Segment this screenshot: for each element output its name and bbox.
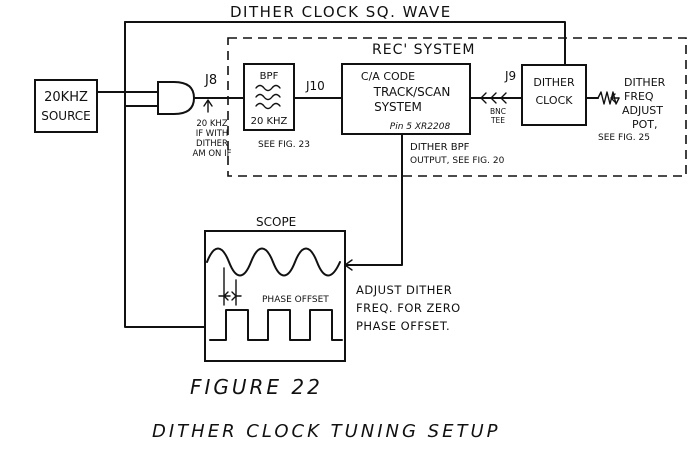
tee-arrow-1: [480, 92, 487, 104]
j10-label: J10: [305, 79, 325, 93]
pot-label-5: SEE FIG. 25: [598, 133, 650, 143]
track-label-2: TRACK/SCAN: [373, 85, 451, 99]
bpf-bottom-label: 20 KHZ: [251, 116, 288, 127]
track-scan-box: [341, 63, 471, 135]
bpf-top-label: BPF: [260, 71, 279, 82]
j9-label: J9: [504, 69, 516, 83]
phase-offset-arrows: [218, 291, 242, 301]
tee-arrow-3: [500, 92, 507, 104]
track-label-1: C/A CODE: [361, 70, 415, 83]
adjust-label-2: FREQ. FOR ZERO: [356, 301, 461, 315]
dither-bpf-label-2: OUTPUT, SEE FIG. 20: [410, 156, 505, 166]
figure-title: DITHER CLOCK TUNING SETUP: [152, 421, 501, 442]
source-label-2: SOURCE: [41, 109, 91, 123]
bnc-label-2: TEE: [490, 116, 505, 125]
and-gate: [157, 81, 196, 115]
dither-clock-box: [521, 64, 587, 126]
bpf-wave-symbol: [255, 84, 281, 110]
phase-offset-label: PHASE OFFSET: [262, 295, 329, 305]
dither-label-2: CLOCK: [536, 94, 574, 107]
dither-label-1: DITHER: [533, 76, 575, 89]
bnc-label-1: BNC: [490, 107, 506, 116]
clock-to-scope-wire: [124, 21, 229, 328]
rec-system-label: REC' SYSTEM: [372, 42, 475, 58]
gate-note-1: 20 KHZ: [196, 119, 227, 129]
track-label-3: SYSTEM: [374, 100, 422, 114]
gate-note-4: AM ON IF: [193, 149, 232, 159]
bpf-box: [243, 63, 295, 131]
adjust-label-1: ADJUST DITHER: [356, 283, 452, 297]
see-fig23: SEE FIG. 23: [258, 140, 310, 150]
scope-label: SCOPE: [256, 215, 296, 229]
track-pin-label: Pin 5 XR2208: [390, 122, 451, 132]
dither-bpf-label-1: DITHER BPF: [410, 142, 470, 153]
figure-number: FIGURE 22: [190, 375, 323, 399]
pot-label-2: FREQ: [624, 90, 654, 103]
rec-system-boundary: [227, 37, 687, 177]
adjust-label-3: PHASE OFFSET.: [356, 319, 450, 333]
j8-label: J8: [204, 73, 217, 88]
pot-arrow-icon: [610, 93, 620, 103]
bpf-output-wire: [344, 133, 403, 266]
tee-arrow-2: [490, 92, 497, 104]
pot-label-3: ADJUST: [622, 104, 663, 117]
gate-note-3: DITHER: [196, 139, 228, 149]
dither-clock-wire: [124, 21, 566, 73]
gate-note-2: IF WITH: [196, 129, 229, 139]
pot-label-4: POT,: [632, 118, 658, 131]
source-box: [34, 79, 98, 133]
sine-trace: [206, 247, 341, 277]
top-wire-label: DITHER CLOCK SQ. WAVE: [230, 3, 452, 21]
source-label-1: 20KHZ: [44, 90, 88, 105]
pot-label-1: DITHER: [624, 76, 666, 89]
probe-arrow: [203, 99, 213, 113]
square-trace: [209, 309, 343, 341]
